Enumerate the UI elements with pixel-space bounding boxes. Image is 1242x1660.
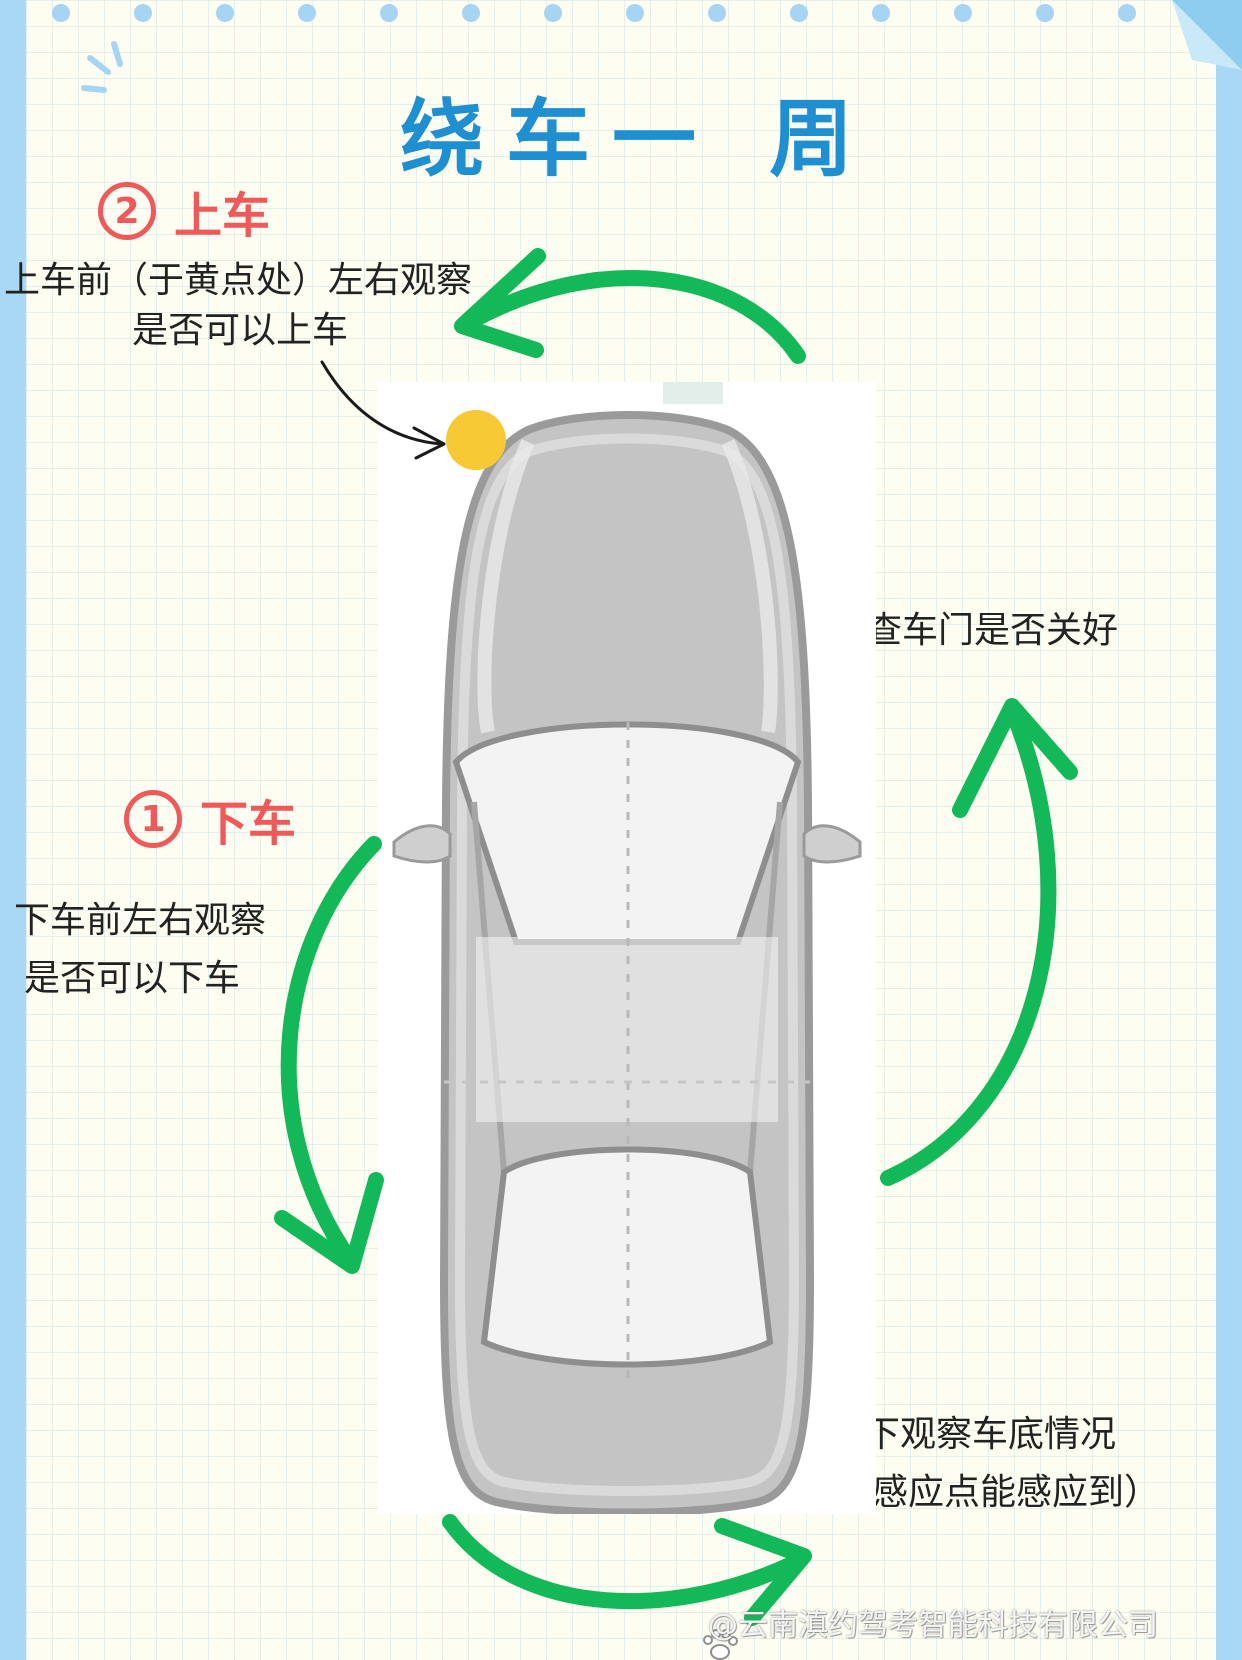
under-car-note-line1: 蹲下观察车底情况: [828, 1414, 1117, 1455]
border-dot: [298, 4, 316, 22]
step-get-off-label: 下车: [200, 796, 297, 852]
border-dot: [708, 4, 726, 22]
get-off-note-line1: 下车前左右观察: [14, 900, 267, 941]
step-number-badge: 2: [98, 182, 156, 240]
top-dot-border: [0, 0, 1242, 30]
car-top-view-icon: [392, 382, 862, 1517]
get-off-note-line2: 是否可以下车: [24, 958, 241, 999]
step-get-off-heading: 1 下车: [124, 784, 296, 854]
border-dot: [380, 4, 398, 22]
border-dot: [544, 4, 562, 22]
border-dot: [872, 4, 890, 22]
page-corner-fold-icon: [1172, 0, 1242, 70]
border-dot: [52, 4, 70, 22]
sparkle-icon: [81, 41, 123, 93]
border-dot: [462, 4, 480, 22]
border-dot: [626, 4, 644, 22]
step-get-on-heading: 2 上车: [98, 176, 270, 246]
page-title: 绕车一 周: [400, 90, 876, 188]
step-get-on-label: 上车: [174, 188, 271, 244]
border-dot: [790, 4, 808, 22]
car-image-panel: [378, 382, 876, 1517]
border-dot: [216, 4, 234, 22]
step-number-badge: 1: [124, 790, 182, 848]
watermark-text: @云南滇约驾考智能科技有限公司: [708, 1608, 1158, 1643]
border-dot: [954, 4, 972, 22]
get-on-note-line1: 上车前（于黄点处）左右观察: [4, 260, 473, 301]
get-on-note-line2: 是否可以上车: [132, 310, 349, 351]
check-doors-note: 检查车门是否关好: [830, 610, 1119, 651]
border-dot: [134, 4, 152, 22]
border-dot: [1118, 4, 1136, 22]
border-dot: [1036, 4, 1054, 22]
